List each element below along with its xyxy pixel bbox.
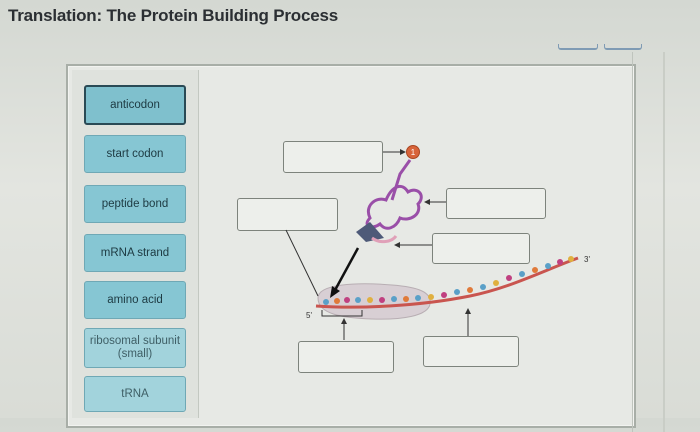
drop-target-mrna-strand[interactable] bbox=[423, 336, 519, 367]
drop-target-start-codon[interactable] bbox=[298, 341, 394, 373]
term-start-codon[interactable]: start codon bbox=[84, 135, 186, 173]
drop-target-amino-acid[interactable] bbox=[283, 141, 383, 173]
window-control-right[interactable] bbox=[604, 44, 642, 50]
term-anticodon[interactable]: anticodon bbox=[84, 85, 186, 125]
term-amino-acid[interactable]: amino acid bbox=[84, 281, 186, 319]
page-title: Translation: The Protein Building Proces… bbox=[8, 6, 338, 25]
term-ribosomal-subunit-small[interactable]: ribosomal subunit (small) bbox=[84, 328, 186, 368]
drop-target-anticodon[interactable] bbox=[432, 233, 530, 264]
term-trna[interactable]: tRNA bbox=[84, 376, 186, 412]
window-control-left[interactable] bbox=[558, 44, 598, 50]
drop-target-trna[interactable] bbox=[446, 188, 546, 219]
page-side-border bbox=[632, 52, 665, 432]
drop-target-left[interactable] bbox=[237, 198, 338, 231]
term-peptide-bond[interactable]: peptide bond bbox=[84, 185, 186, 223]
term-mrna-strand[interactable]: mRNA strand bbox=[84, 234, 186, 272]
